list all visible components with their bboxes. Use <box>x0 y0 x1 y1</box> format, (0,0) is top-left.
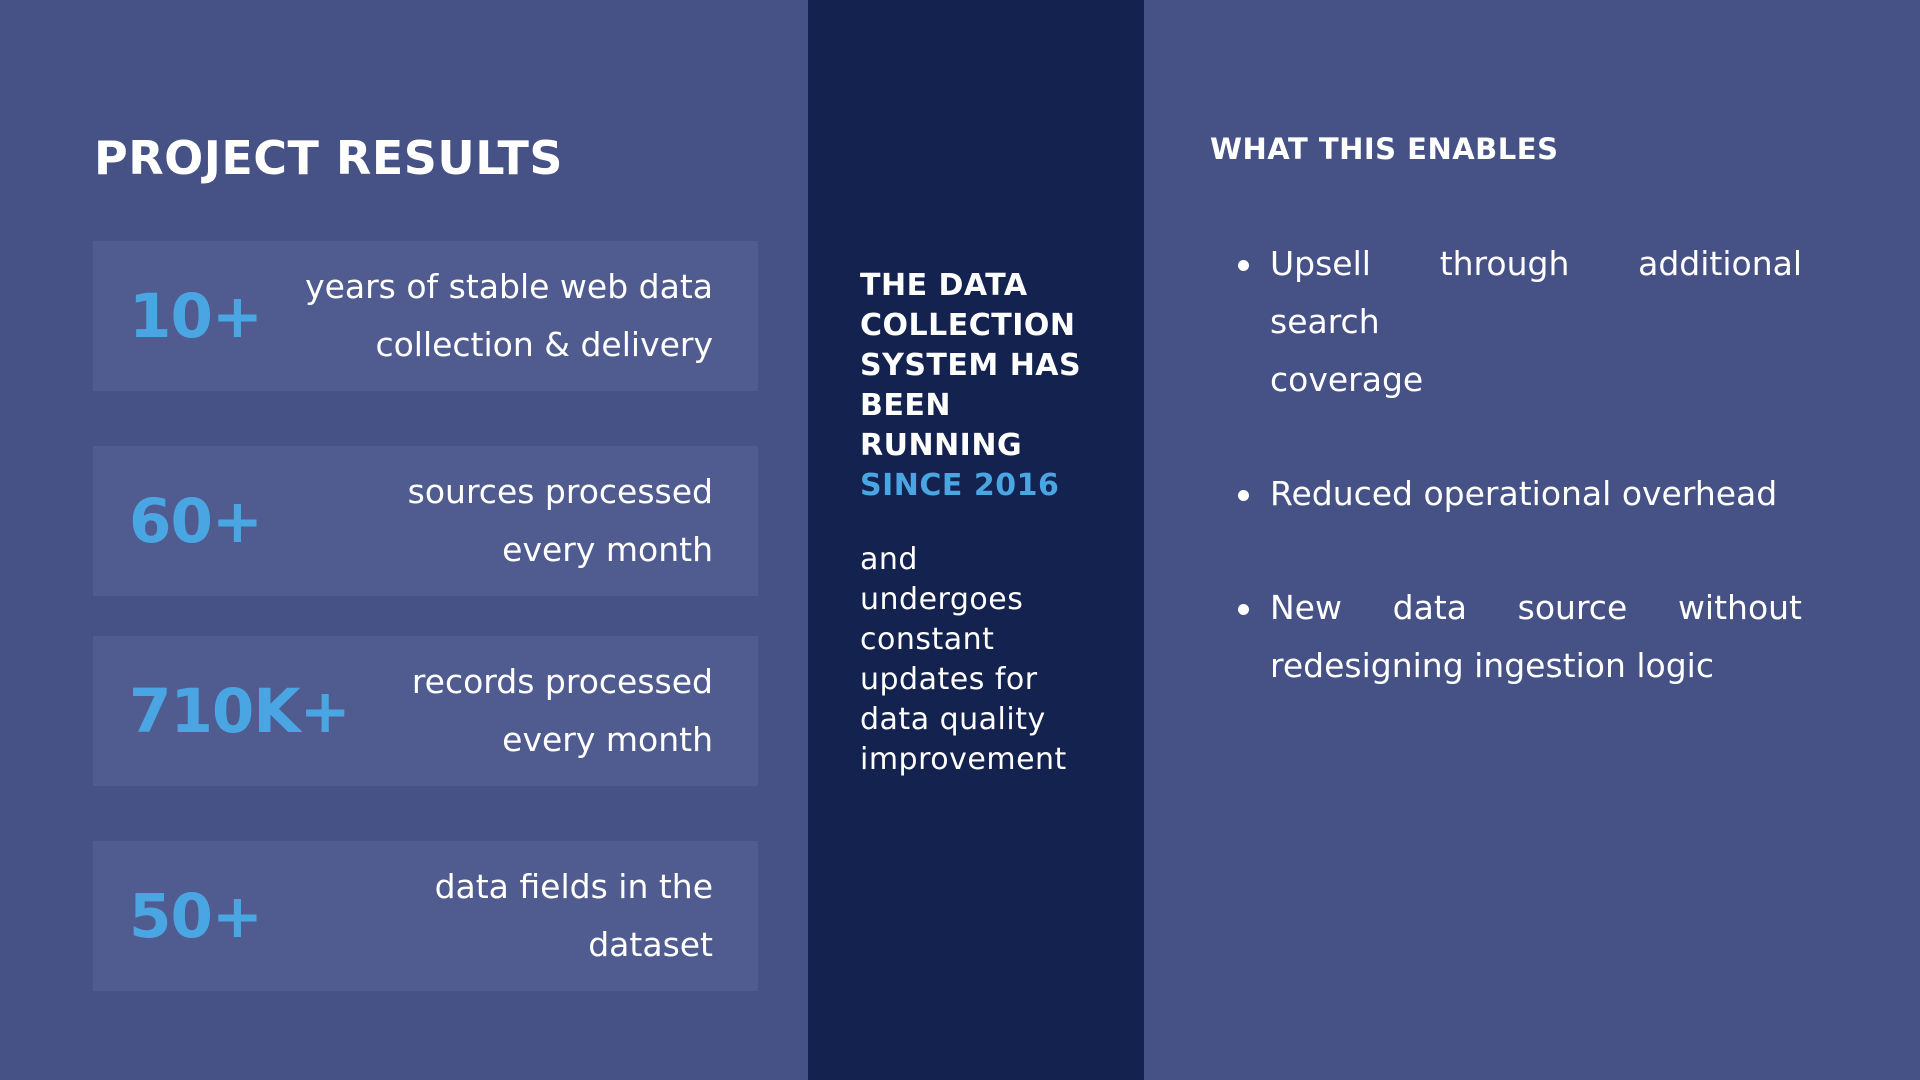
bullet-dot-icon <box>1238 260 1249 271</box>
body-line: undergoes <box>860 582 1024 617</box>
headline-line: COLLECTION <box>860 308 1076 343</box>
headline-line: RUNNING <box>860 428 1023 463</box>
list-item: Reduced operational overhead <box>1238 465 1802 523</box>
middle-body: and undergoes constant updates for data … <box>860 540 1130 780</box>
stat-description-line: dataset <box>588 925 713 964</box>
stat-description-line: collection & delivery <box>375 325 713 364</box>
stat-card-fields: 50+ data fields in the dataset <box>93 841 758 991</box>
bullet-dot-icon <box>1238 490 1249 501</box>
list-item: New data source without redesigning inge… <box>1238 579 1802 695</box>
body-line: constant <box>860 622 995 657</box>
stat-card-sources: 60+ sources processed every month <box>93 446 758 596</box>
stat-description: years of stable web data collection & de… <box>273 241 713 391</box>
list-item-line: coverage <box>1270 360 1424 399</box>
section-heading: WHAT THIS ENABLES <box>1210 132 1559 166</box>
stat-description-line: years of stable web data <box>305 267 713 306</box>
list-item-word: source <box>1517 588 1628 627</box>
stat-description: data fields in the dataset <box>273 841 713 991</box>
body-line: updates for <box>860 662 1038 697</box>
middle-headline: THE DATA COLLECTION SYSTEM HAS BEEN RUNN… <box>860 266 1130 506</box>
list-item-word: without <box>1677 588 1802 627</box>
list-item-line: New data source without <box>1270 579 1802 637</box>
list-item-line: Reduced operational overhead <box>1270 474 1778 513</box>
stat-description: records processed every month <box>273 636 713 786</box>
stat-card-records: 710K+ records processed every month <box>93 636 758 786</box>
stat-description-line: every month <box>502 720 713 759</box>
stat-value: 10+ <box>129 280 263 352</box>
list-item-line: Upsell through additional search <box>1270 244 1802 341</box>
bullet-dot-icon <box>1238 604 1249 615</box>
list-item: Upsell through additional search coverag… <box>1238 235 1802 409</box>
stat-description-line: data fields in the <box>434 867 713 906</box>
benefits-list: Upsell through additional search coverag… <box>1238 235 1802 695</box>
body-line: data quality <box>860 702 1046 737</box>
stat-value: 50+ <box>129 880 263 952</box>
headline-line: SYSTEM HAS <box>860 348 1082 383</box>
stat-value: 710K+ <box>129 675 351 747</box>
headline-line: THE DATA <box>860 268 1028 303</box>
stat-description-line: every month <box>502 530 713 569</box>
page-title: PROJECT RESULTS <box>94 131 563 185</box>
body-line: improvement <box>860 742 1067 777</box>
headline-line: BEEN <box>860 388 951 423</box>
body-line: and <box>860 542 918 577</box>
list-item-line: redesigning ingestion logic <box>1270 646 1714 685</box>
stat-description-line: sources processed <box>407 472 713 511</box>
stat-description: sources processed every month <box>273 446 713 596</box>
stat-card-years: 10+ years of stable web data collection … <box>93 241 758 391</box>
headline-accent: SINCE 2016 <box>860 468 1060 503</box>
list-item-word: data <box>1392 588 1467 627</box>
stat-description-line: records processed <box>411 662 713 701</box>
list-item-word: New <box>1270 588 1342 627</box>
stat-value: 60+ <box>129 485 263 557</box>
middle-panel: THE DATA COLLECTION SYSTEM HAS BEEN RUNN… <box>808 0 1144 1080</box>
